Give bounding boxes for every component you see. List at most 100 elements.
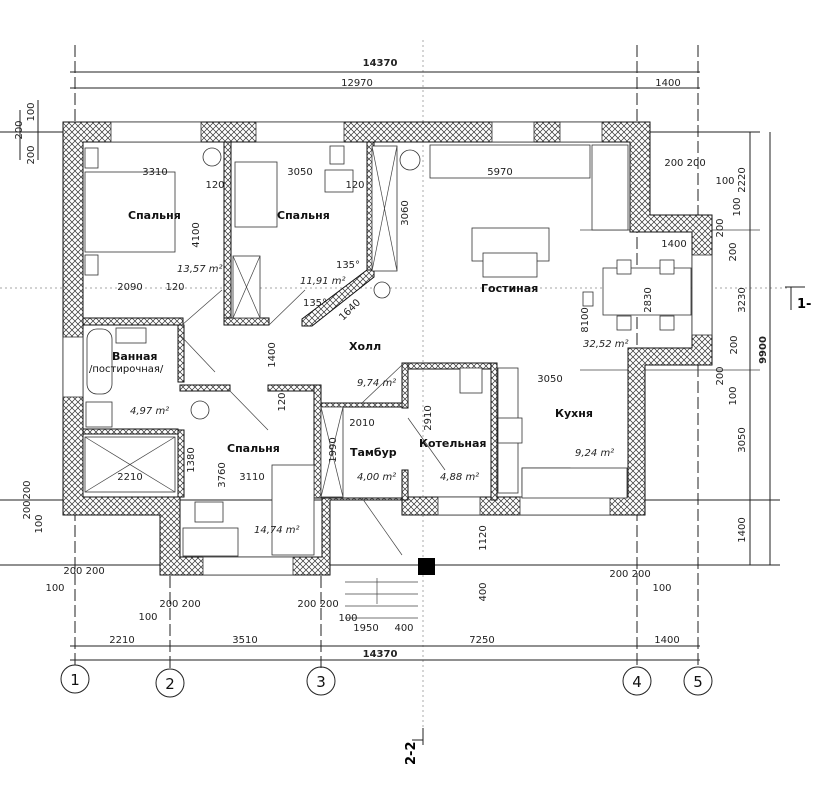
dimension-label: 4100 bbox=[191, 222, 202, 247]
axis-label: 3 bbox=[316, 673, 326, 691]
dimension-label: 400 bbox=[478, 582, 489, 601]
dimension-label: 200 bbox=[26, 145, 37, 164]
plant bbox=[190, 400, 210, 420]
section-label: 2-2 bbox=[404, 742, 419, 766]
interior-walls bbox=[82, 141, 498, 501]
dimension-label: 2210 bbox=[117, 472, 142, 483]
room-name: Котельная bbox=[419, 437, 486, 450]
section-label: 1- bbox=[797, 297, 811, 312]
plant bbox=[373, 281, 391, 299]
windows bbox=[62, 121, 713, 576]
dimension-label: 200 bbox=[22, 480, 33, 499]
room-area: 9,74 m² bbox=[357, 378, 396, 389]
section-marks: 1- 2-2 bbox=[404, 286, 811, 766]
dimension-label: 1400 bbox=[737, 517, 748, 542]
dimension-label: 120 bbox=[345, 180, 364, 191]
room-area: 13,57 m² bbox=[177, 264, 223, 275]
dimension-label: 3110 bbox=[239, 472, 264, 483]
dimension-label: 200 200 bbox=[609, 569, 650, 580]
room-name: Спальня bbox=[128, 209, 181, 222]
furniture bbox=[84, 144, 692, 619]
room-name: Спальня bbox=[227, 442, 280, 455]
rooms: Спальня 13,57 m² Спальня 11,91 m² Ванная… bbox=[89, 209, 629, 536]
room-area: 4,88 m² bbox=[440, 472, 479, 483]
dimension-label: 120 bbox=[277, 392, 288, 411]
dimension-label: 3760 bbox=[217, 462, 228, 487]
bed bbox=[234, 161, 278, 228]
dimension-label: 1400 bbox=[654, 635, 679, 646]
dimension-label: 1400 bbox=[655, 78, 680, 89]
room-name: Холл bbox=[349, 340, 381, 353]
dimension-label: 9900 bbox=[758, 336, 769, 364]
dimension-label: 2830 bbox=[643, 287, 654, 312]
axis-label: 2 bbox=[165, 675, 175, 693]
dimension-label: 135° bbox=[336, 260, 360, 271]
dimension-label: 120 bbox=[165, 282, 184, 293]
room-area: 11,91 m² bbox=[300, 276, 346, 287]
dimension-label: 100 bbox=[45, 583, 64, 594]
dimension-label: 2010 bbox=[349, 418, 374, 429]
dimension-label: 3050 bbox=[287, 167, 312, 178]
axis-label: 5 bbox=[693, 673, 703, 691]
dimension-label: 2220 bbox=[737, 167, 748, 192]
room-name: Кухня bbox=[555, 407, 593, 420]
dimension-label: 7250 bbox=[469, 635, 494, 646]
dimension-label: 5970 bbox=[487, 167, 512, 178]
dimension-label: 200 bbox=[729, 335, 740, 354]
dimension-label: 2210 bbox=[109, 635, 134, 646]
dimension-label: 1120 bbox=[478, 525, 489, 550]
room-area: 32,52 m² bbox=[583, 339, 629, 350]
axis-label: 4 bbox=[632, 673, 642, 691]
dimension-label: 100 bbox=[34, 514, 45, 533]
dimension-label: 200 200 bbox=[297, 599, 338, 610]
dimension-label: 100 bbox=[338, 613, 357, 624]
room-name: Тамбур bbox=[350, 446, 397, 459]
dimension-label: 200 200 bbox=[664, 158, 705, 169]
dimension-label: 1950 bbox=[353, 623, 378, 634]
dimension-label: 3230 bbox=[737, 287, 748, 312]
dimension-label: 3310 bbox=[142, 167, 167, 178]
dimension-label: 1990 bbox=[328, 437, 339, 462]
room-area: 14,74 m² bbox=[254, 525, 300, 536]
dimension-label: 1400 bbox=[661, 239, 686, 250]
bed bbox=[271, 464, 315, 556]
room-area: 4,00 m² bbox=[357, 472, 396, 483]
dimension-label: 8100 bbox=[580, 307, 591, 332]
sofa bbox=[429, 144, 591, 179]
room-name: Ванная bbox=[112, 350, 158, 363]
dimension-label: 3060 bbox=[400, 200, 411, 225]
axis-markers: 1 2 3 4 5 bbox=[60, 664, 713, 698]
dimension-lines bbox=[19, 71, 771, 661]
dimension-label: 200 200 bbox=[159, 599, 200, 610]
dimension-label: 14370 bbox=[363, 649, 398, 660]
dimension-label: 400 bbox=[394, 623, 413, 634]
dimension-label: 100 bbox=[732, 197, 743, 216]
dimension-label: 3050 bbox=[737, 427, 748, 452]
dimension-label: 200 bbox=[22, 500, 33, 519]
room-area: 4,97 m² bbox=[130, 406, 169, 417]
dimension-label: 135° bbox=[303, 298, 327, 309]
column bbox=[418, 558, 435, 575]
dimension-label: 100 bbox=[715, 176, 734, 187]
dimension-label: 3510 bbox=[232, 635, 257, 646]
dimension-label: 1400 bbox=[267, 342, 278, 367]
dining-table bbox=[602, 267, 692, 316]
dimension-label: 100 bbox=[728, 386, 739, 405]
dimension-label: 100 bbox=[26, 102, 37, 121]
room-name: Гостиная bbox=[481, 282, 538, 295]
plant bbox=[399, 149, 421, 171]
dimension-label: 1380 bbox=[186, 447, 197, 472]
dimension-label: 2090 bbox=[117, 282, 142, 293]
plant bbox=[202, 147, 222, 167]
room-name: Спальня bbox=[277, 209, 330, 222]
stove bbox=[497, 417, 523, 444]
bathtub bbox=[86, 328, 113, 395]
dimension-label: 200 bbox=[14, 120, 25, 139]
dimension-label: 14370 bbox=[363, 58, 398, 69]
room-area: 9,24 m² bbox=[575, 448, 614, 459]
dimension-label: 3050 bbox=[537, 374, 562, 385]
dimension-label: 200 bbox=[715, 218, 726, 237]
door-swings bbox=[179, 289, 446, 556]
dimension-label: 200 200 bbox=[63, 566, 104, 577]
room-subtitle: /постирочная/ bbox=[89, 364, 164, 375]
